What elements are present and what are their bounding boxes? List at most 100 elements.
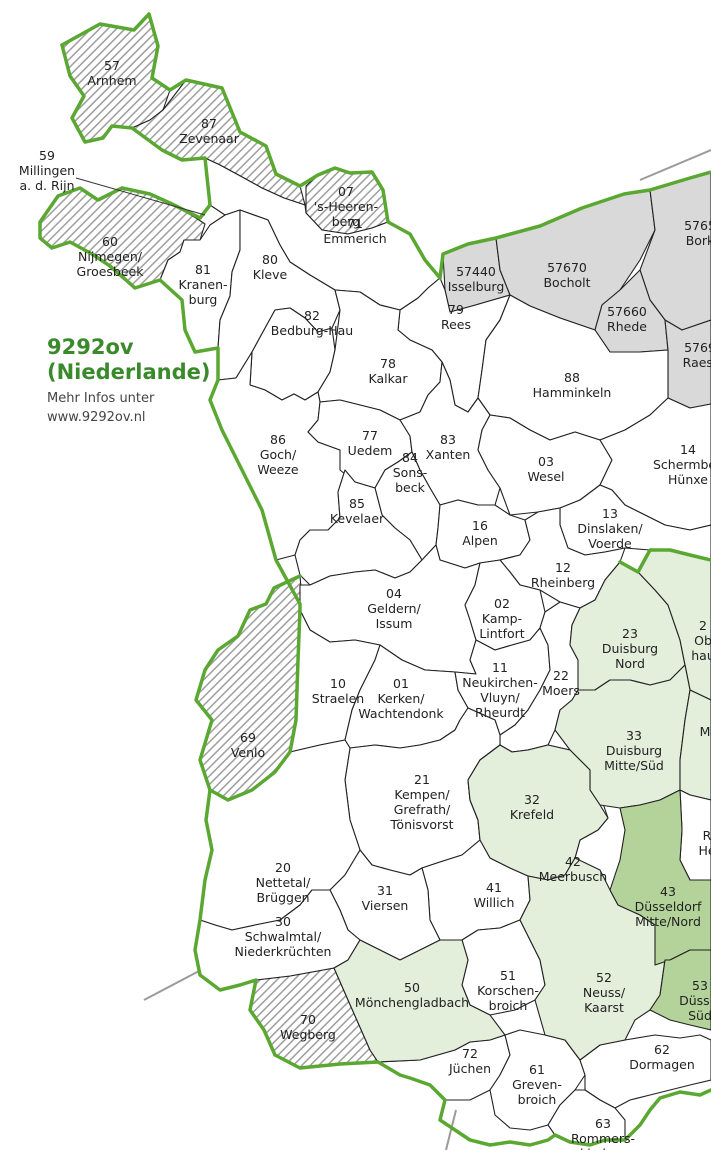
zone-label-line: Bocholt xyxy=(543,275,590,290)
zone-label-line: Rhede xyxy=(607,319,647,334)
zone-label-line: 62 xyxy=(654,1042,670,1057)
legend-info-link[interactable]: www.9292ov.nl xyxy=(47,410,146,425)
zone-label-07: 07's-Heeren-berg xyxy=(314,184,378,229)
legend-title-line2: (Niederlande) xyxy=(47,360,211,384)
zone-label-line: Süd xyxy=(688,1008,711,1023)
zone-label-line: a. d. Rijn xyxy=(19,178,74,193)
zone-label-line: 78 xyxy=(380,356,396,371)
zone-label-5765: 5765Bork xyxy=(684,218,711,248)
zone-label-line: Meerbusch xyxy=(539,869,607,884)
zone-50[interactable] xyxy=(333,939,506,1063)
zone-label-line: 84 xyxy=(402,450,418,465)
zone-label-line: Schermbec xyxy=(653,457,711,472)
zone-label-line: 43 xyxy=(660,884,676,899)
zone-label-line: Geldern/ xyxy=(367,601,421,616)
zone-label-line: Jüchen xyxy=(448,1061,491,1076)
zone-label-line: Zevenaar xyxy=(179,131,240,146)
zone-label-line: Mitte/Nord xyxy=(635,914,701,929)
zone-label-line: Groesbeek xyxy=(77,264,145,279)
zone-52[interactable] xyxy=(519,857,666,1061)
zone-label-line: Viersen xyxy=(362,898,409,913)
legend-info: Mehr Infos unter www.9292ov.nl xyxy=(47,389,210,427)
zone-label-line: Niederkrüchten xyxy=(235,944,332,959)
zone-label-line: Rees xyxy=(441,317,471,332)
zone-label-line: berg xyxy=(332,214,360,229)
zone-label-line: 11 xyxy=(492,660,508,675)
zone-label-line: Korschen- xyxy=(477,983,539,998)
zone-label-line: 69 xyxy=(240,730,256,745)
zone-label-line: Wachtendonk xyxy=(358,706,444,721)
zone-label-line: Rheurdt xyxy=(475,705,525,720)
state-border xyxy=(618,548,711,574)
zone-label-line: 01 xyxy=(393,676,409,691)
zone-label-line: Kamp- xyxy=(482,611,522,626)
zone-label-line: Issum xyxy=(376,616,413,631)
zone-label-line: 5765 xyxy=(684,218,711,233)
zone-label-line: Lintfort xyxy=(479,626,524,641)
zone-53[interactable] xyxy=(649,949,711,1031)
zone-label-line: Nijmegen/ xyxy=(78,249,143,264)
zone-label-line: 72 xyxy=(462,1046,478,1061)
zone-label-line: 59 xyxy=(39,148,55,163)
zone-label-line: Straelen xyxy=(312,691,364,706)
zone-label-line: Ob xyxy=(694,633,711,648)
zone-label-line: 52 xyxy=(596,970,612,985)
zone-label-line: Voerde xyxy=(588,536,632,551)
zone-label-line: Emmerich xyxy=(323,231,386,246)
zone-label-line: Bork xyxy=(686,233,711,248)
zone-label-line: 41 xyxy=(486,880,502,895)
zone-label-line: 02 xyxy=(494,596,510,611)
zone-label-line: 57660 xyxy=(607,304,647,319)
zone-label-line: 88 xyxy=(564,370,580,385)
zone-label-line: 13 xyxy=(602,506,618,521)
zone-label-line: Xanten xyxy=(426,447,471,462)
zone-label-line: Neukirchen- xyxy=(462,675,537,690)
zone-label-line: Mitte/Süd xyxy=(604,758,664,773)
zone-label-line: M xyxy=(700,724,711,739)
legend-box: 9292ov (Niederlande) Mehr Infos unter ww… xyxy=(47,335,210,427)
zone-label-53: 53DüsselSüd xyxy=(679,978,711,1023)
zone-label-line: Nettetal/ xyxy=(256,875,312,890)
zone-label-line: Rheinberg xyxy=(531,575,595,590)
zone-label-line: beck xyxy=(395,480,425,495)
zone-label-line: Rommers- xyxy=(571,1131,635,1146)
zone-label-line: Vluyn/ xyxy=(480,690,520,705)
zone-label-line: 04 xyxy=(386,586,402,601)
zone-label-line: Dinslaken/ xyxy=(577,521,643,536)
zone-label-line: 53 xyxy=(692,978,708,993)
zone-label-5769: 5769Raesf xyxy=(683,340,711,370)
zone-label-line: 83 xyxy=(440,432,456,447)
legend-info-line1: Mehr Infos unter xyxy=(47,391,155,406)
zone-label-line: Kalkar xyxy=(369,371,409,386)
zone-label-line: Moers xyxy=(542,683,580,698)
zone-32[interactable] xyxy=(467,744,609,881)
